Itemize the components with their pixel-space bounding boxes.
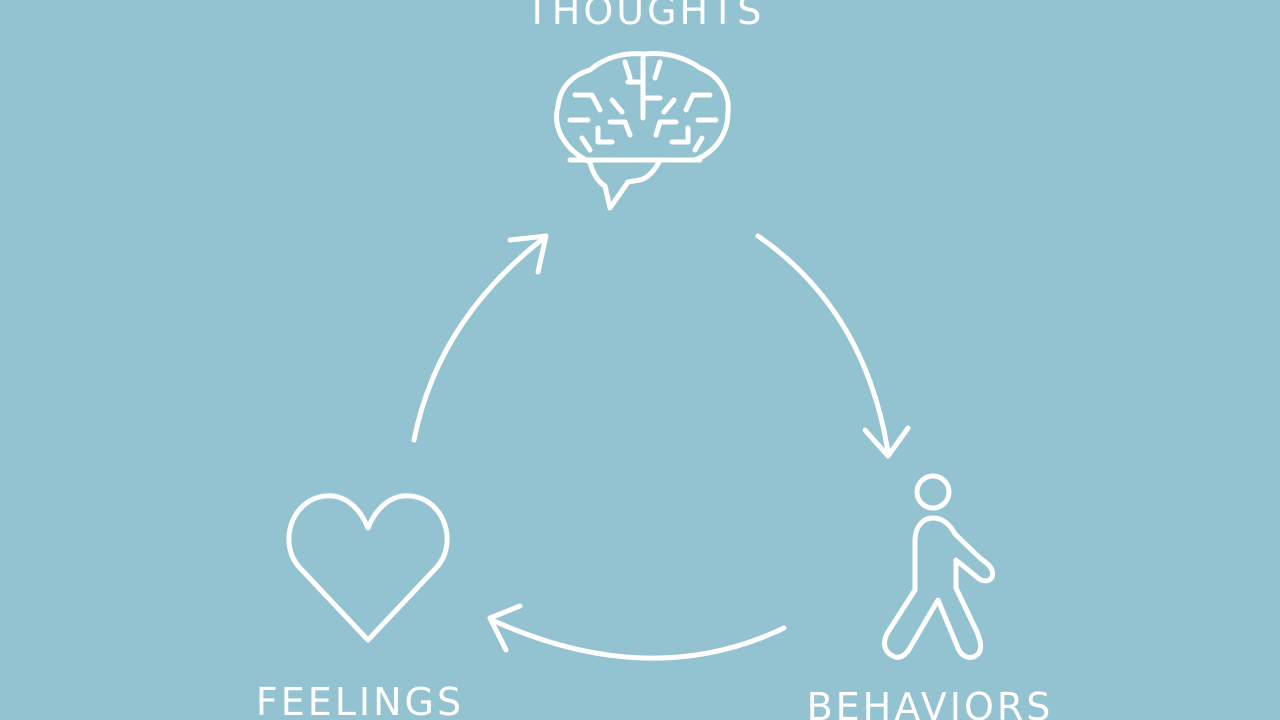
heart-icon: [286, 493, 450, 643]
arrow-behaviors-to-feelings: [487, 603, 787, 661]
arrow-feelings-to-thoughts: [411, 233, 549, 443]
node-label-feelings: FEELINGS: [255, 680, 465, 720]
brain-icon: [554, 51, 731, 211]
node-label-behaviors: BEHAVIORS: [806, 685, 1054, 720]
arrow-thoughts-to-behaviors: [755, 233, 911, 459]
node-label-thoughts: THOUGHTS: [525, 0, 765, 33]
walking-person-icon: [882, 473, 996, 660]
